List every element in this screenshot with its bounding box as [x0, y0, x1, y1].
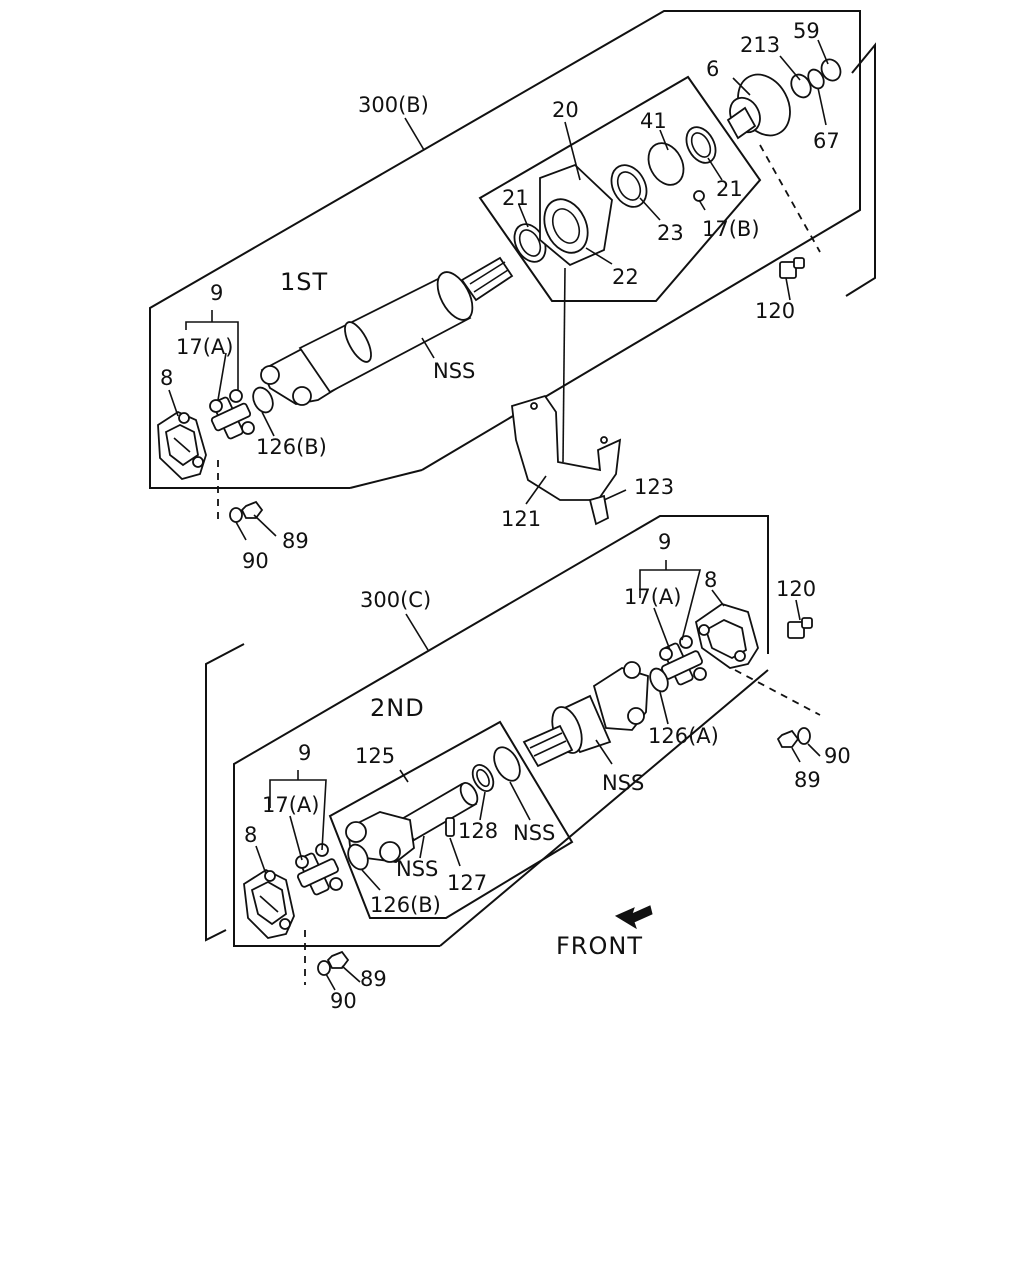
intermediate-shaft-frame [328, 720, 574, 919]
flange-yoke-right [694, 603, 759, 669]
label-127: 127 [447, 871, 487, 895]
bolt-120-upper [779, 257, 805, 279]
label-8-lower-left: 8 [244, 823, 257, 847]
ring-126b [252, 386, 274, 414]
label-21-right: 21 [716, 177, 743, 201]
label-17a-upper: 17(A) [176, 335, 233, 359]
nut-washer-lower-left [317, 950, 350, 976]
label-nss-shaft: NSS [396, 857, 438, 881]
label-90-right: 90 [824, 744, 851, 768]
label-120-lower: 120 [776, 577, 816, 601]
universal-joint-left [209, 389, 255, 440]
label-126b-upper: 126(B) [256, 435, 327, 459]
second-group-frame [233, 515, 769, 947]
label-126a: 126(A) [648, 724, 719, 748]
label-23: 23 [657, 221, 684, 245]
first-propeller-shaft [260, 256, 514, 406]
label-41: 41 [640, 109, 667, 133]
nut-washer-right [776, 727, 811, 748]
label-22: 22 [612, 265, 639, 289]
ring-126a [649, 667, 669, 693]
second-slip-yoke [522, 661, 649, 768]
center-bearing-frame [478, 75, 762, 302]
label-89-lower-left: 89 [360, 967, 387, 991]
label-9-right: 9 [658, 530, 671, 554]
label-126b-lower: 126(B) [370, 893, 441, 917]
label-nss-slip-yoke: NSS [602, 771, 644, 795]
group-label-300b: 300(B) [358, 93, 429, 117]
label-90-upper: 90 [242, 549, 269, 573]
second-section: 300(C) 2ND 9 17(A) 8 120 126(A) NSS 90 8… [205, 515, 851, 1013]
flange-yoke-lower-left [243, 868, 295, 939]
first-group-frame [149, 10, 861, 489]
label-213: 213 [740, 33, 780, 57]
label-125: 125 [355, 744, 395, 768]
label-90-lower-left: 90 [330, 989, 357, 1013]
center-bearing-parts [513, 126, 717, 267]
label-nss-bearing: NSS [513, 821, 555, 845]
label-17b: 17(B) [702, 217, 760, 241]
label-120-upper: 120 [755, 299, 795, 323]
label-123: 123 [634, 475, 674, 499]
section-label-1st: 1ST [280, 268, 328, 296]
bolt-120-lower [787, 617, 813, 639]
first-section: 300(B) 1ST 20 6 213 59 67 41 21 21 23 22… [149, 10, 876, 573]
label-6: 6 [706, 57, 719, 81]
label-128: 128 [458, 819, 498, 843]
universal-joint-lower-left [295, 843, 343, 896]
group-label-300c: 300(C) [360, 588, 431, 612]
label-121: 121 [501, 507, 541, 531]
intermediate-shaft [345, 746, 521, 871]
label-59: 59 [793, 19, 820, 43]
label-17a-lower-left: 17(A) [262, 793, 319, 817]
label-21-left: 21 [502, 186, 529, 210]
label-8-right: 8 [704, 568, 717, 592]
ring-126b-lower [347, 843, 369, 871]
second-frame-left-bracket [205, 643, 245, 942]
label-9-lower-left: 9 [298, 741, 311, 765]
section-label-2nd: 2ND [370, 694, 425, 722]
label-67: 67 [813, 129, 840, 153]
flange-yoke-left [157, 410, 207, 481]
label-89-right: 89 [794, 768, 821, 792]
universal-joint-right [659, 635, 707, 686]
companion-flange [726, 58, 842, 140]
label-89-upper: 89 [282, 529, 309, 553]
center-bearing-bracket [511, 267, 622, 526]
label-17a-right: 17(A) [624, 585, 681, 609]
front-arrow-icon [614, 905, 653, 930]
label-20: 20 [552, 98, 579, 122]
front-direction-label: FRONT [556, 932, 643, 960]
label-8-upper: 8 [160, 366, 173, 390]
label-9-upper: 9 [210, 281, 223, 305]
first-frame-right-bracket [845, 42, 876, 297]
nut-washer-left-upper [229, 500, 264, 523]
label-nss-upper: NSS [433, 359, 475, 383]
